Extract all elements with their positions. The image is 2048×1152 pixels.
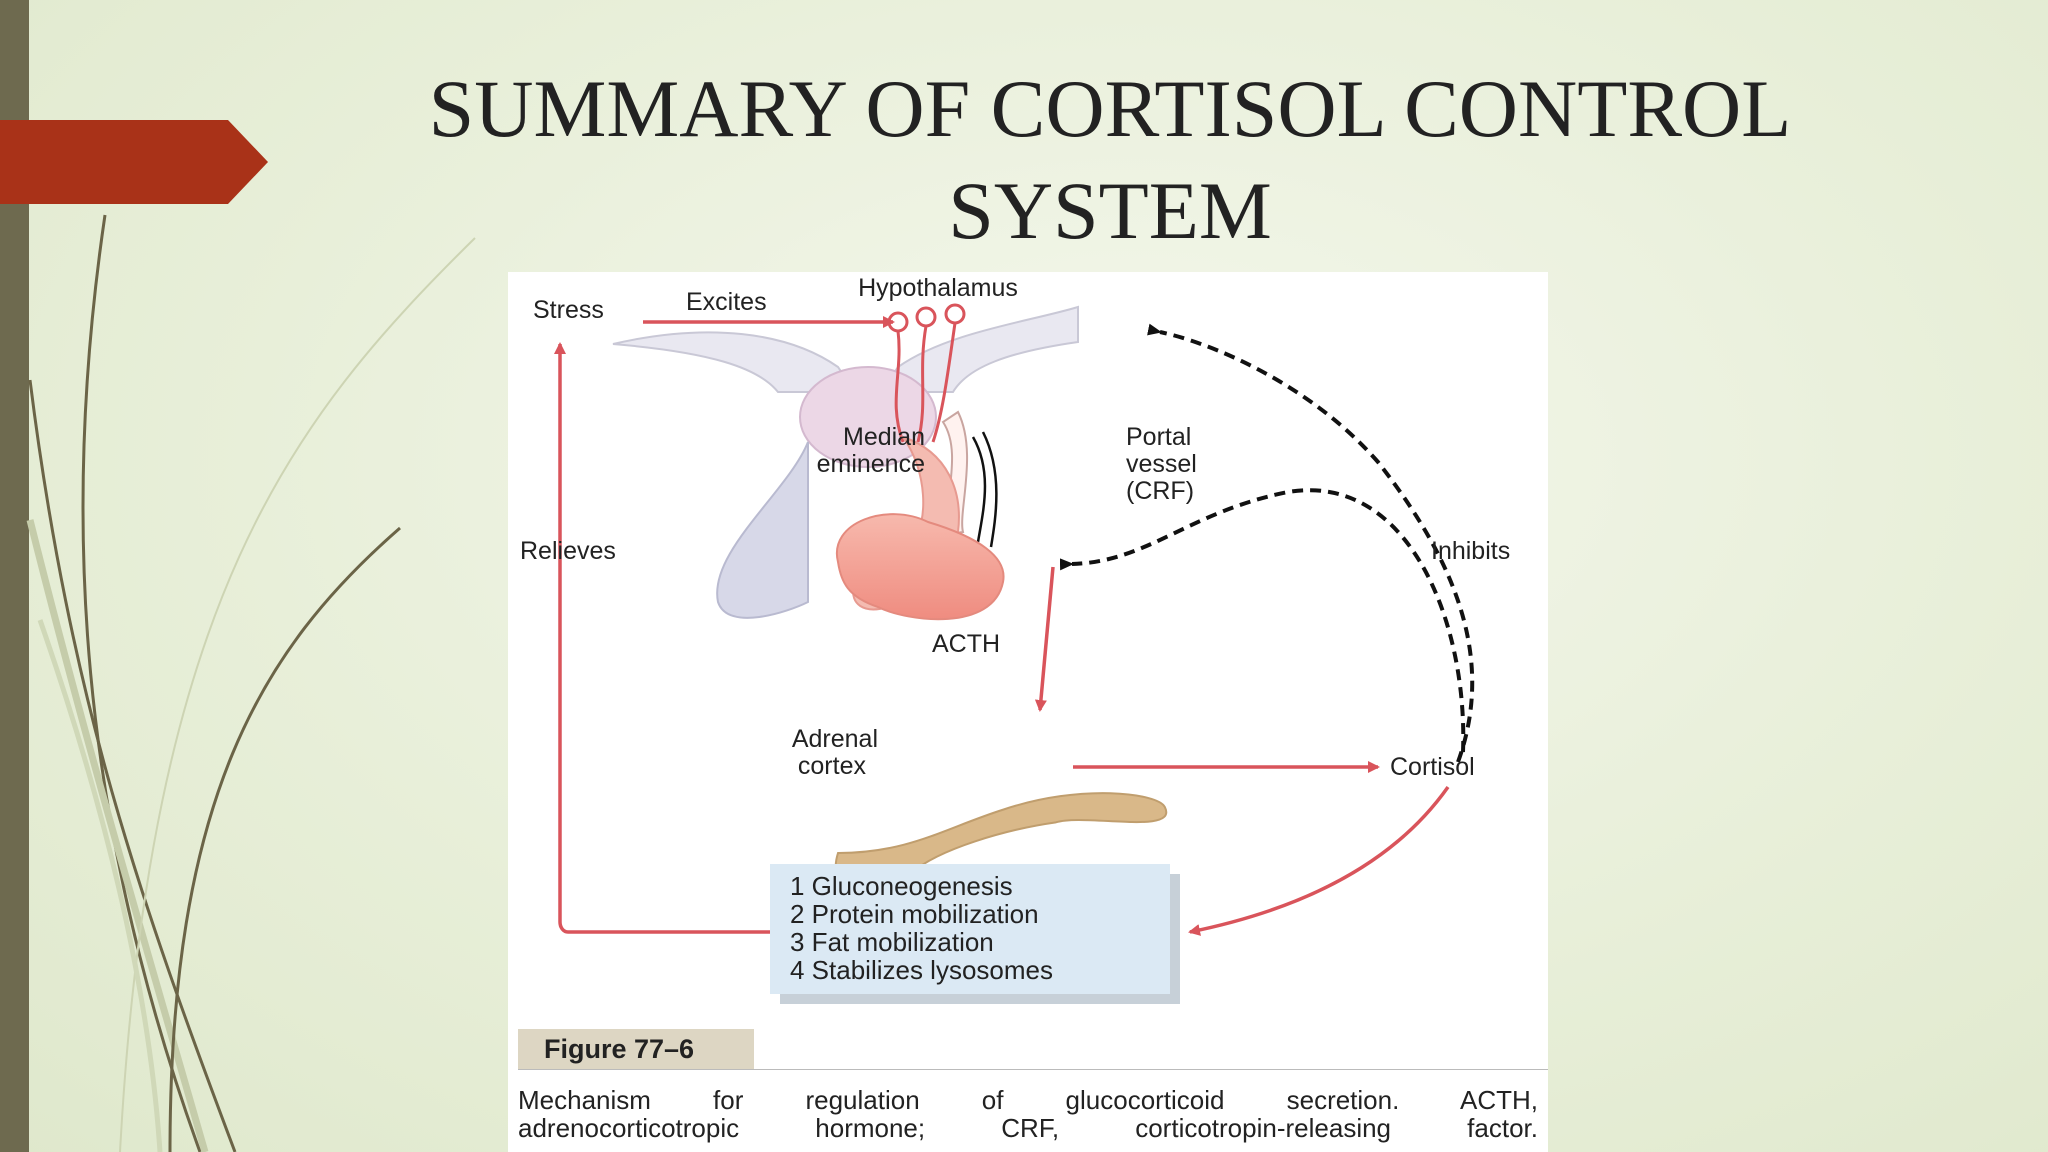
acth-label: ACTH (932, 630, 1000, 658)
cortisol-effects-box: 1 Gluconeogenesis 2 Protein mobilization… (770, 864, 1170, 994)
figure-caption: Mechanism for regulation of glucocortico… (518, 1086, 1538, 1142)
excites-label: Excites (686, 288, 767, 316)
inhibition-arrows (1059, 323, 1475, 763)
inhibits-label: Inhibits (1431, 537, 1510, 565)
effect-item: 3 Fat mobilization (790, 927, 994, 957)
acth-arrow (1034, 566, 1055, 712)
inhibit-pituitary-arrow (1059, 488, 1466, 753)
relieves-label: Relieves (520, 537, 616, 565)
figure-label: Figure 77–6 (518, 1029, 754, 1069)
median-eminence-label-1: Median (843, 423, 925, 451)
stress-label: Stress (533, 296, 604, 324)
pituitary-gland (835, 435, 1005, 621)
median-eminence-label-2: eminence (817, 450, 925, 478)
adrenal-cortex-label-2: cortex (798, 752, 867, 780)
caption-line-2: adrenocorticotropic hormone; CRF, cortic… (518, 1113, 1538, 1143)
slide-title: SUMMARY OF CORTISOL CONTROL SYSTEM (428, 63, 1792, 256)
portal-vessel-label-2: vessel (1126, 450, 1197, 478)
caption-line-1: Mechanism for regulation of glucocortico… (518, 1085, 1538, 1115)
portal-vessel-label-1: Portal (1126, 423, 1191, 451)
effect-item: 4 Stabilizes lysosomes (790, 955, 1053, 985)
signal-arrows (554, 316, 1450, 936)
decorative-curves (26, 214, 476, 1152)
cortisol-label: Cortisol (1390, 753, 1475, 781)
figure-panel: Stress Excites Hypothalamus Median emine… (508, 272, 1548, 1152)
inhibit-hypothalamus-arrow (1147, 323, 1475, 763)
relieves-arrow (554, 342, 770, 934)
cortisol-diagram: Stress Excites Hypothalamus Median emine… (520, 274, 1510, 936)
cortisol-effects-arrow (1188, 785, 1450, 936)
accent-arrow-tab (0, 120, 268, 204)
portal-vessel-label-3: (CRF) (1126, 477, 1194, 505)
figure-divider (518, 1069, 1548, 1070)
effect-item: 2 Protein mobilization (790, 899, 1039, 929)
effect-item: 1 Gluconeogenesis (790, 871, 1013, 901)
hypothalamus-label: Hypothalamus (858, 274, 1018, 302)
adrenal-cortex-label-1: Adrenal (792, 725, 878, 753)
